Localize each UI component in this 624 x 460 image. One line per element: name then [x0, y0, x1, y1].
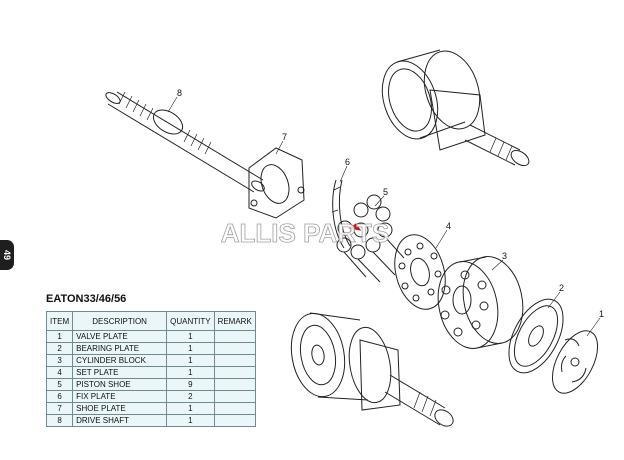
cylinder-block-part [437, 256, 524, 349]
callout-2: 2 [559, 283, 564, 293]
callout-3: 3 [502, 251, 507, 261]
callout-8: 8 [177, 88, 182, 98]
header-description: DESCRIPTION [72, 311, 168, 331]
bearing-plate-part [508, 298, 564, 374]
cell-remark [213, 402, 256, 415]
cell-description: FIX PLATE [72, 390, 168, 403]
cell-remark [213, 414, 256, 427]
shoe-plate-part [248, 147, 305, 219]
cell-description: VALVE PLATE [72, 330, 168, 343]
cell-description: SHOE PLATE [72, 402, 168, 415]
valve-plate-part [551, 330, 599, 394]
cell-description: SET PLATE [72, 366, 168, 379]
cell-description: BEARING PLATE [72, 342, 168, 355]
cell-quantity: 9 [166, 378, 215, 391]
callout-4: 4 [446, 221, 451, 231]
cell-remark [213, 366, 256, 379]
cell-item: 5 [45, 378, 74, 391]
cell-quantity: 1 [166, 354, 215, 367]
watermark: ALLIS PARTS [221, 218, 390, 248]
cell-item: 6 [45, 390, 74, 403]
cell-remark [213, 342, 256, 355]
set-plate-part [394, 234, 446, 310]
cell-item: 1 [45, 330, 74, 343]
page-number-tab: 49 [0, 240, 14, 270]
cell-quantity: 1 [166, 402, 215, 415]
cell-item: 7 [45, 402, 74, 415]
model-title: EATON33/46/56 [46, 293, 127, 305]
callout-7: 7 [282, 132, 287, 142]
callout-1: 1 [599, 309, 604, 319]
cell-description: PISTON SHOE [72, 378, 168, 391]
drive-shaft-part [105, 91, 265, 193]
page-number: 49 [1, 249, 12, 261]
header-item: ITEM [45, 311, 74, 331]
fix-plate-part [331, 179, 351, 249]
cell-item: 8 [45, 414, 74, 427]
cell-description: CYLINDER BLOCK [72, 354, 168, 367]
cell-item: 3 [45, 354, 74, 367]
cell-item: 2 [45, 342, 74, 355]
table-header-row: ITEM DESCRIPTION QUANTITY REMARK [45, 311, 256, 331]
callout-6: 6 [345, 157, 350, 167]
cell-remark [213, 378, 256, 391]
cell-description: DRIVE SHAFT [72, 414, 168, 427]
cell-quantity: 1 [166, 330, 215, 343]
assembled-pump-bottom [290, 312, 454, 427]
header-quantity: QUANTITY [166, 311, 215, 331]
cell-quantity: 1 [166, 366, 215, 379]
cell-remark [213, 330, 256, 343]
cell-remark [213, 390, 256, 403]
cell-item: 4 [45, 366, 74, 379]
header-remark: REMARK [213, 311, 256, 331]
cell-remark [213, 354, 256, 367]
cell-quantity: 1 [166, 342, 215, 355]
cell-quantity: 1 [166, 414, 215, 427]
callout-5: 5 [383, 187, 388, 197]
assembled-pump-top [381, 49, 530, 167]
cell-quantity: 2 [166, 390, 215, 403]
piston-shoe-group [336, 194, 405, 283]
